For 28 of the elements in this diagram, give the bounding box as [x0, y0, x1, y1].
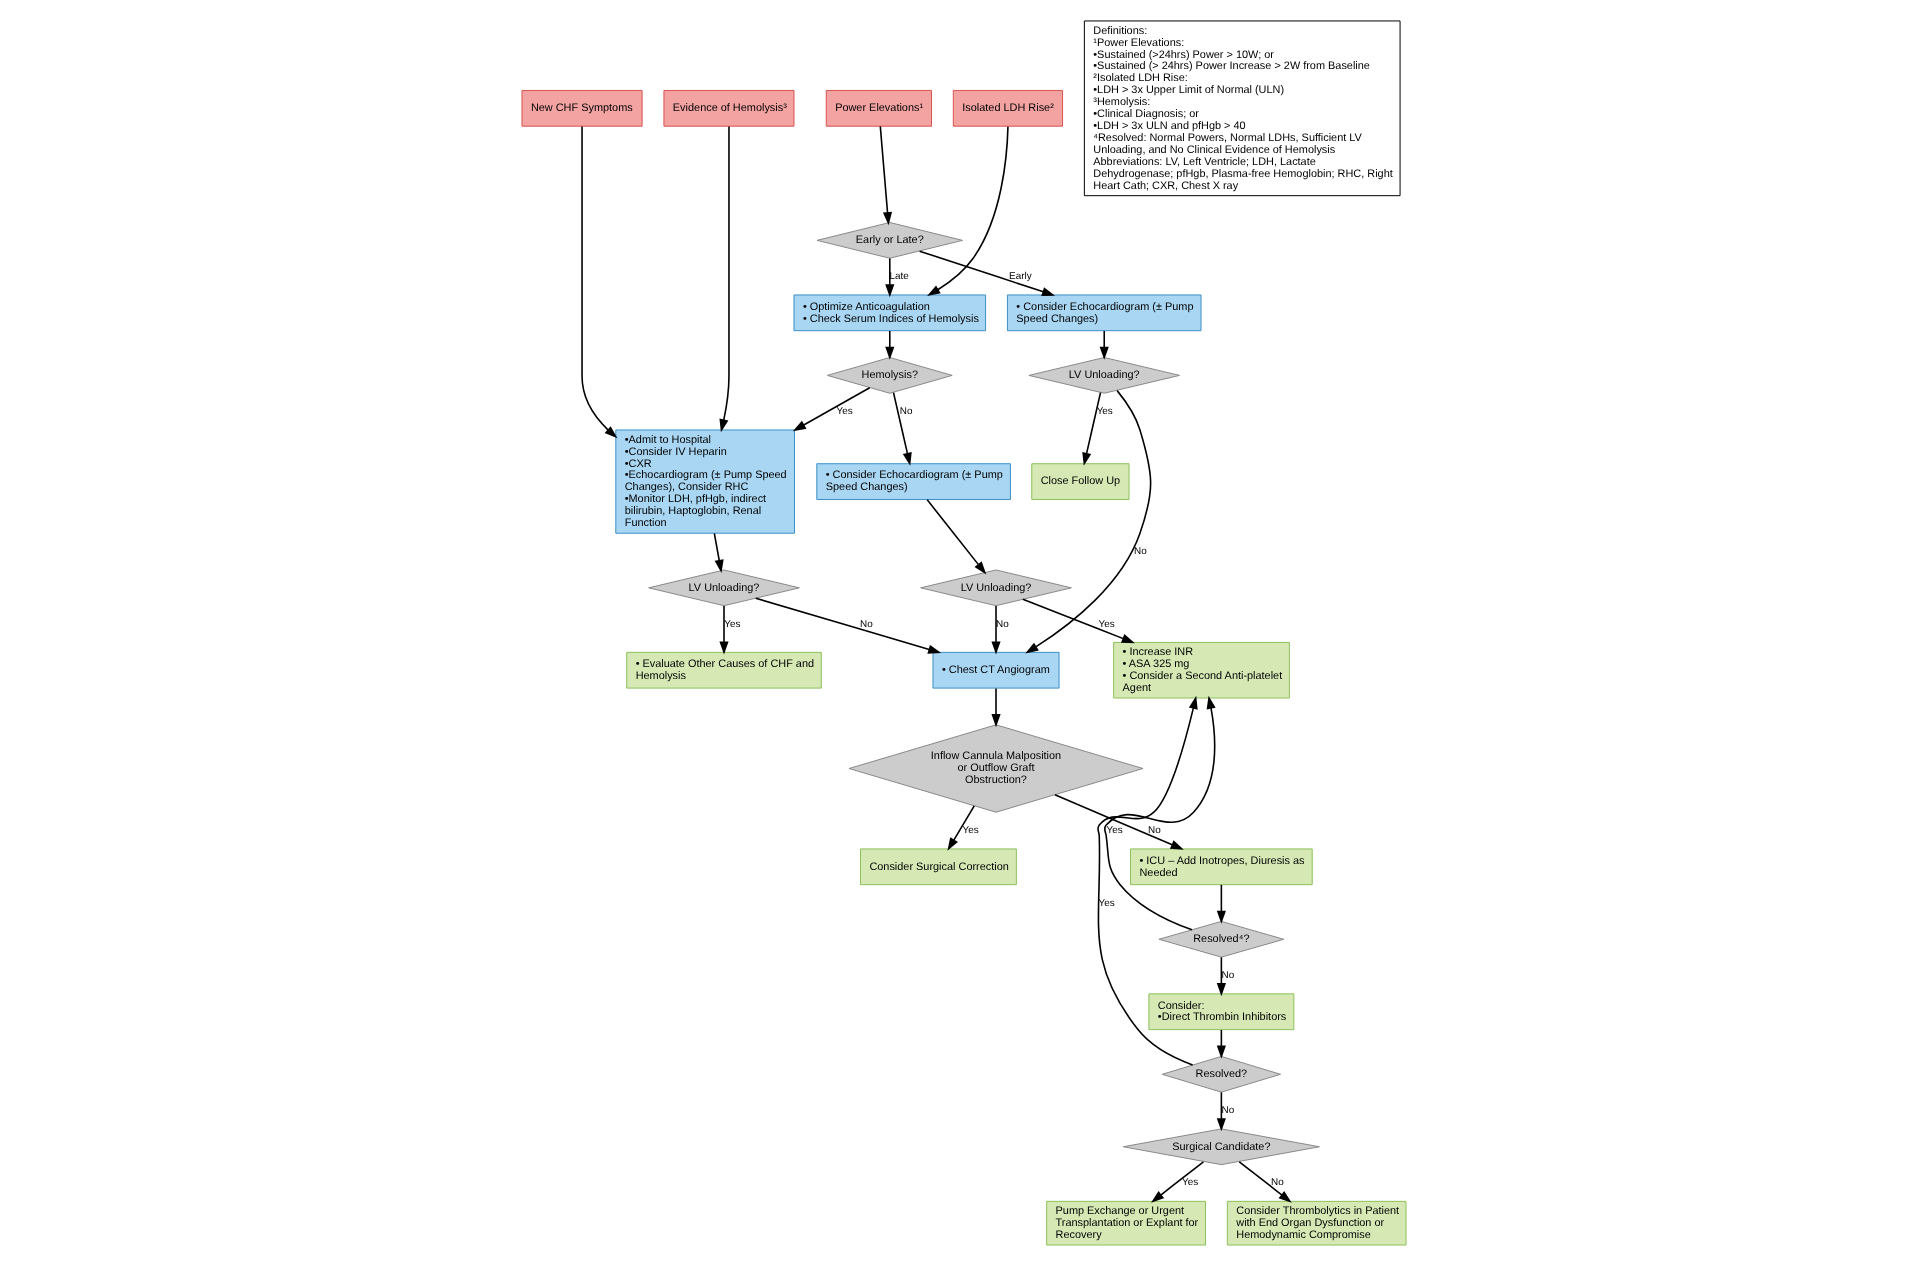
arrow [892, 391, 912, 466]
arrow [991, 687, 1001, 728]
arrow [1216, 1091, 1226, 1132]
arrow [1022, 598, 1135, 644]
arrow [926, 499, 987, 575]
arrow [792, 386, 871, 432]
arrow [1025, 389, 1152, 654]
arrow [947, 805, 976, 851]
arrow [927, 125, 1009, 296]
arrow [754, 597, 942, 654]
arrow [1103, 695, 1216, 931]
arrow [719, 605, 729, 655]
arrow [1097, 695, 1198, 1066]
arrow [719, 125, 730, 433]
arrow [1151, 1160, 1205, 1203]
arrow [1216, 956, 1226, 997]
arrow [1082, 391, 1102, 466]
arrow [1238, 1160, 1292, 1203]
arrow [879, 125, 893, 226]
arrow [581, 125, 618, 439]
arrow [1099, 330, 1109, 360]
arrow [713, 532, 724, 573]
arrow [918, 250, 1056, 296]
arrow [885, 330, 895, 360]
arrow [885, 257, 895, 298]
arrow [1216, 884, 1226, 924]
arrow [991, 605, 1001, 655]
arrow [1054, 793, 1184, 850]
